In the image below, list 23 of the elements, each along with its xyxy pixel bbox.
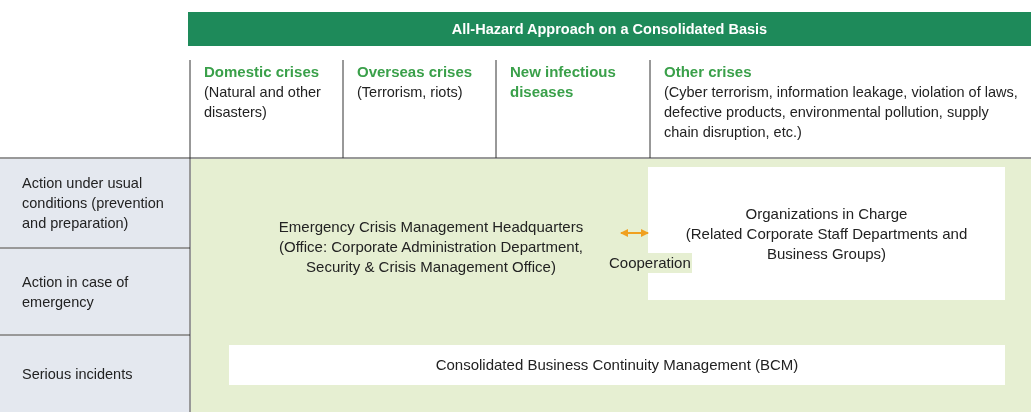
text-label: Action under usual conditions (prevention and preparation) <box>22 174 165 233</box>
column-title: Other crises <box>664 62 753 82</box>
text-label: (Natural and other disasters) <box>204 83 322 122</box>
text-label: Organizations in Charge <box>745 203 908 224</box>
text-label: Action in case of emergency <box>22 272 130 312</box>
header-band <box>188 12 1031 46</box>
text-label: (Cyber terrorism, information leakage, violation of laws, defective products, environmental pollution, supply chain disruption, etc.) <box>664 83 1019 142</box>
row-header <box>0 249 189 334</box>
row-header <box>0 336 189 412</box>
column-title: Domestic crises <box>204 62 321 82</box>
double-arrow <box>620 229 649 237</box>
text-label: (Office: Corporate Administration Department, Security & Crisis Management Office) <box>278 237 584 277</box>
row-header <box>0 159 189 247</box>
text-label: Consolidated Business Continuity Management (BCM) <box>435 355 799 375</box>
panel-background <box>191 159 1031 412</box>
text-label: All-Hazard Approach on a Consolidated Basis <box>451 20 768 39</box>
text-label: (Terrorism, riots) <box>357 83 464 102</box>
content-box <box>229 345 1005 385</box>
text-label: Serious incidents <box>22 365 134 384</box>
column-title: New infectious diseases <box>510 62 617 102</box>
text-label: Emergency Crisis Management Headquarters <box>278 217 584 237</box>
column-title: Overseas crises <box>357 62 474 82</box>
edge-label: Cooperation <box>608 253 692 273</box>
